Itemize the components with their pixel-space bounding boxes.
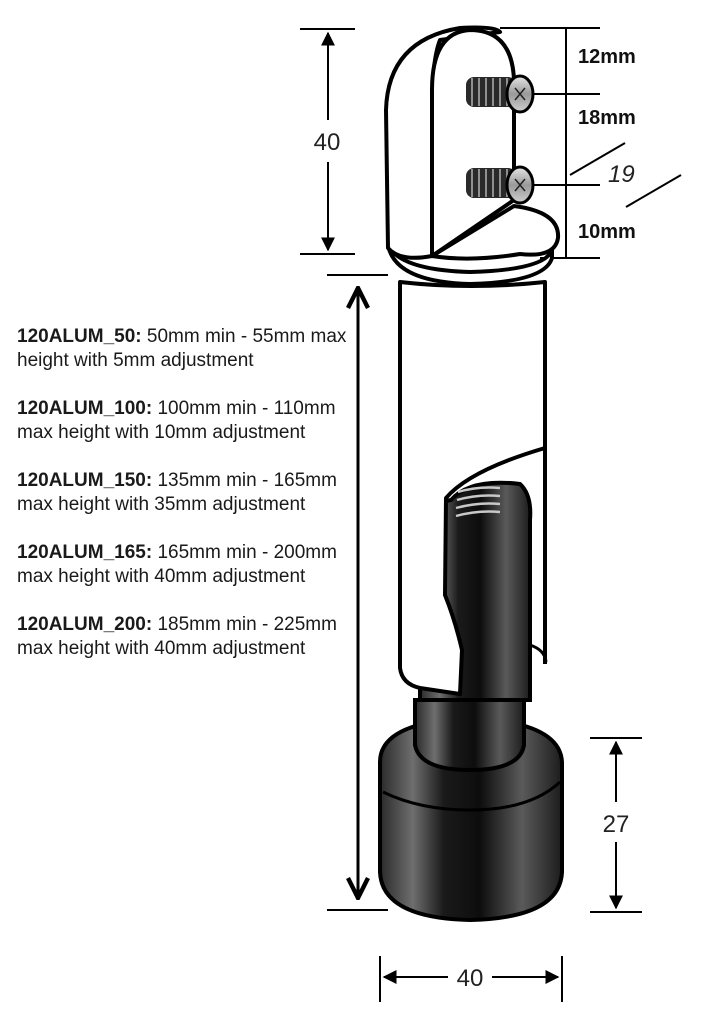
head-height-dimension: 40: [300, 28, 355, 255]
model-spec-list: 120ALUM_50: 50mm min - 55mm max height w…: [17, 325, 347, 685]
foot-height-label: 27: [603, 811, 630, 838]
head-height-label: 40: [314, 129, 341, 156]
overall-height-dimension: [327, 274, 388, 911]
bottom-screw-icon: [466, 165, 535, 205]
foot-width-label: 40: [457, 965, 484, 992]
spec-item: 120ALUM_200: 185mm min - 225mm max heigh…: [17, 613, 347, 661]
thread-icon: [455, 486, 501, 518]
top-screw-icon: [466, 74, 535, 114]
spec-desc: 135mm min - 165mm max height with 35mm a…: [17, 470, 337, 515]
spec-model: 120ALUM_50:: [17, 326, 142, 347]
spec-model: 120ALUM_200:: [17, 614, 153, 635]
outer-tube: [398, 280, 548, 696]
top-offset-label: 12mm: [578, 46, 636, 68]
spec-desc: 165mm min - 200mm max height with 40mm a…: [17, 542, 337, 587]
foot-height-dimension: 27: [590, 737, 642, 913]
foot-width-dimension: 40: [379, 956, 563, 1002]
spec-item: 120ALUM_100: 100mm min - 110mm max heigh…: [17, 397, 347, 445]
spec-item: 120ALUM_150: 135mm min - 165mm max heigh…: [17, 469, 347, 517]
bottom-offset-label: 10mm: [578, 221, 636, 243]
head-depth-label: 19: [608, 161, 635, 188]
spec-desc: 185mm min - 225mm max height with 40mm a…: [17, 614, 337, 659]
screw-spacing-label: 18mm: [578, 107, 636, 129]
spec-item: 120ALUM_50: 50mm min - 55mm max height w…: [17, 325, 347, 373]
spec-model: 120ALUM_165:: [17, 542, 153, 563]
spec-desc: 50mm min - 55mm max height with 5mm adju…: [17, 326, 347, 371]
spec-model: 120ALUM_100:: [17, 398, 153, 419]
spec-model: 120ALUM_150:: [17, 470, 153, 491]
bracket-head: [384, 25, 561, 287]
spec-desc: 100mm min - 110mm max height with 10mm a…: [17, 398, 336, 443]
head-offset-dimensions: 12mm 18mm 10mm 19: [500, 27, 682, 259]
spec-item: 120ALUM_165: 165mm min - 200mm max heigh…: [17, 541, 347, 589]
